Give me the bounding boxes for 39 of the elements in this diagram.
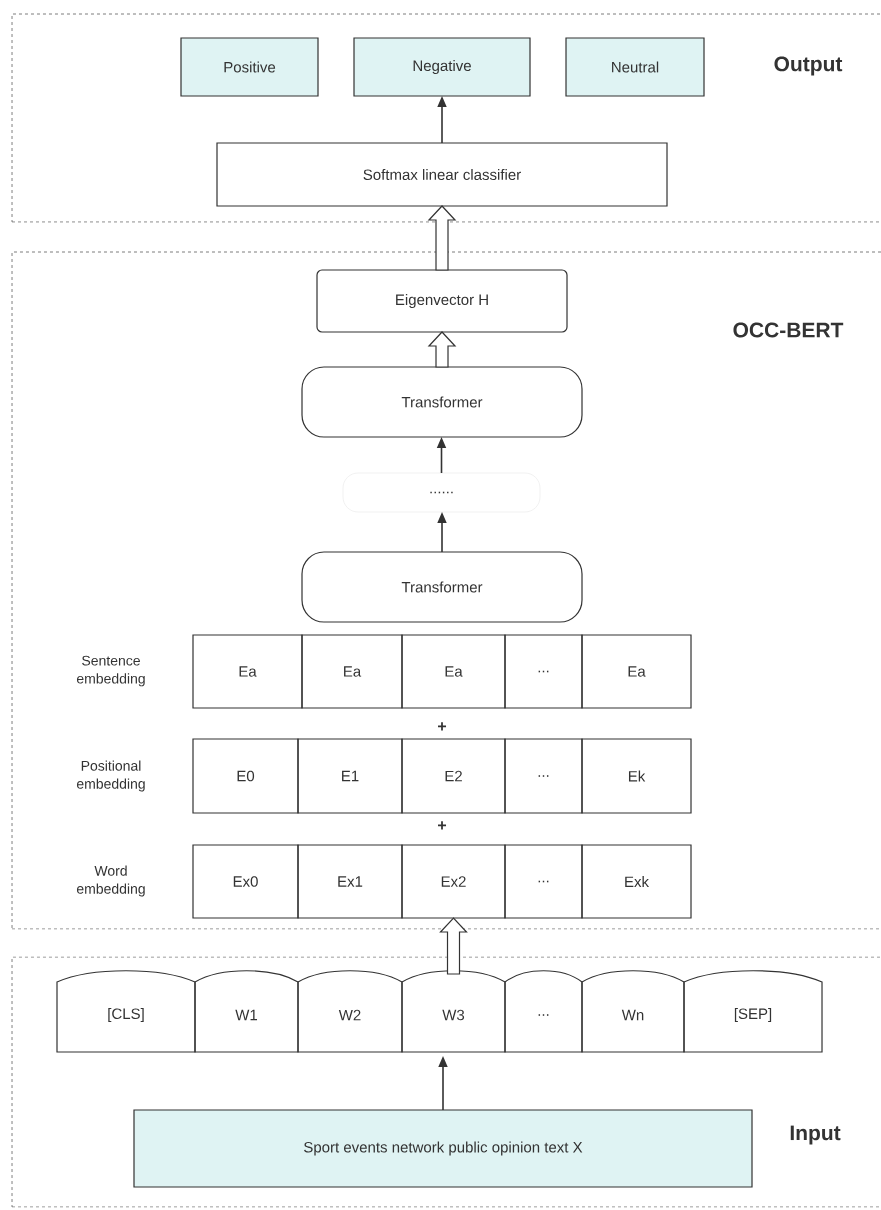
embedding-cell: Ex0 <box>192 844 299 919</box>
embedding-cell: ... <box>504 738 583 814</box>
embedding-cell: Ek <box>581 738 692 814</box>
row-label: Sentence embedding <box>76 655 145 687</box>
embedding-cell: Ea <box>581 634 692 709</box>
token-block: W3 <box>401 970 506 1053</box>
classifier-box: Softmax linear classifier <box>216 142 668 207</box>
ellipsis-block: ...... <box>342 472 541 513</box>
embedding-cell: Ex2 <box>401 844 506 919</box>
row-label: Word embedding <box>76 865 145 897</box>
embedding-cell: Ea <box>301 634 403 709</box>
output-box: Neutral <box>565 37 705 97</box>
transformer-block: Transformer <box>301 366 583 438</box>
hollow-arrow <box>427 205 457 271</box>
output-box: Negative <box>353 37 531 97</box>
token-block: Wn <box>581 970 685 1053</box>
hollow-arrow <box>439 917 468 975</box>
input-box: Sport events network public opinion text X <box>133 1109 753 1188</box>
hollow-arrow <box>427 331 457 368</box>
transformer-block: Transformer <box>301 551 583 623</box>
embedding-cell: E2 <box>401 738 506 814</box>
token-block: W1 <box>194 970 299 1053</box>
plus-sign: + <box>438 722 446 731</box>
output-box: Positive <box>180 37 319 97</box>
token-block: W2 <box>297 970 403 1053</box>
embedding-cell: E1 <box>297 738 403 814</box>
embedding-cell: Ea <box>192 634 303 709</box>
process-box: Eigenvector H <box>316 269 568 333</box>
embedding-cell: Exk <box>581 844 692 919</box>
embedding-cell: E0 <box>192 738 299 814</box>
embedding-cell: ... <box>504 634 583 709</box>
row-label: Positional embedding <box>76 760 145 792</box>
embedding-cell: Ex1 <box>297 844 403 919</box>
token-block: ... <box>504 970 583 1053</box>
token-block: [SEP] <box>683 970 823 1053</box>
embedding-cell: ... <box>504 844 583 919</box>
token-block: [CLS] <box>56 970 196 1053</box>
embedding-cell: Ea <box>401 634 506 709</box>
plus-sign: + <box>438 821 446 830</box>
